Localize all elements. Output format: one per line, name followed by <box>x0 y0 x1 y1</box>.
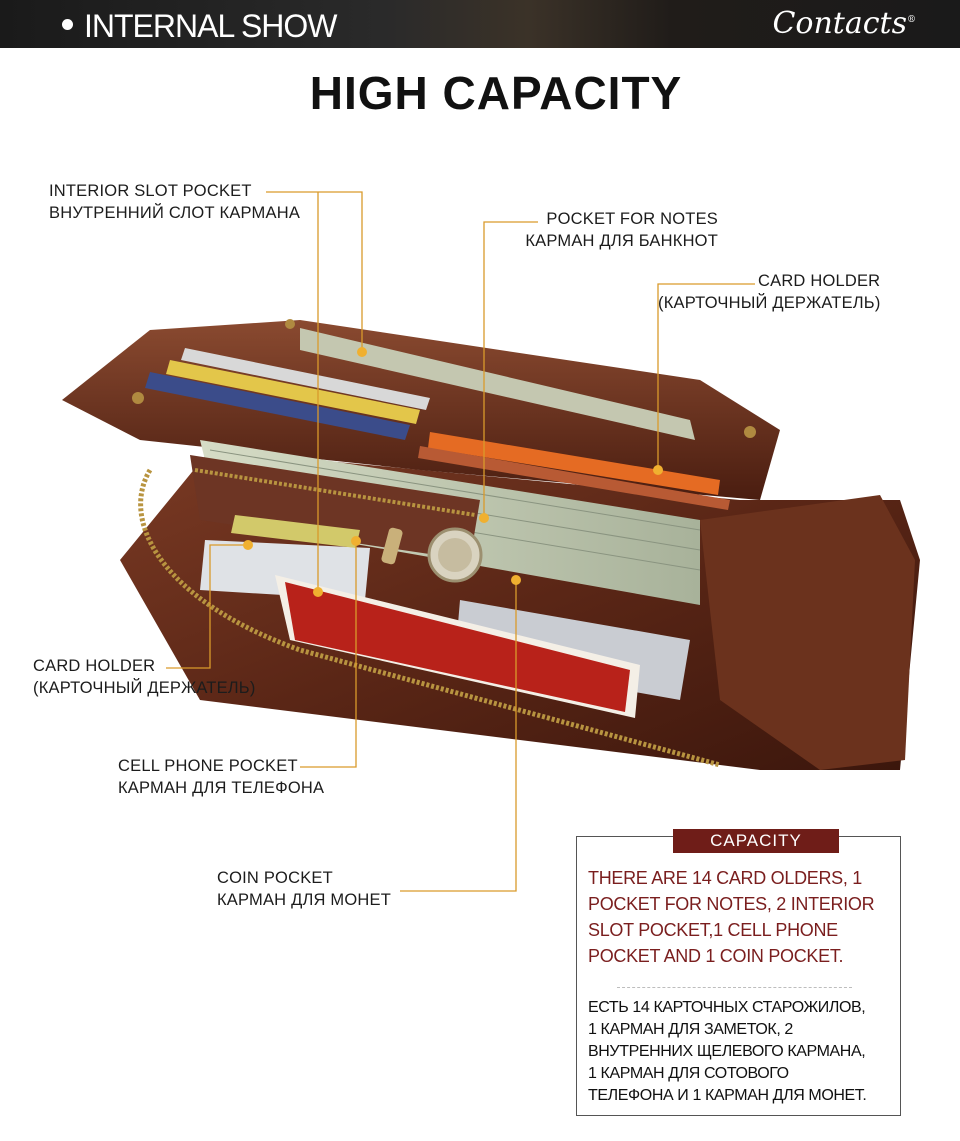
top-cards <box>145 328 730 510</box>
header-bar: INTERNAL SHOW Contacts® <box>0 0 960 48</box>
coin <box>427 527 483 583</box>
callout-en: CARD HOLDER <box>758 272 881 290</box>
callout-coin-pocket: COIN POCKET КАРМАН ДЛЯ МОНЕТ <box>217 867 391 911</box>
capacity-divider <box>617 987 852 988</box>
callout-cell-phone-pocket: CELL PHONE POCKET КАРМАН ДЛЯ ТЕЛЕФОНА <box>118 755 324 799</box>
capacity-ru-line: 1 КАРМАН ДЛЯ СОТОВОГО <box>588 1065 789 1082</box>
capacity-ru-line: 1 КАРМАН ДЛЯ ЗАМЕТОК, 2 <box>588 1021 793 1038</box>
callout-ru: ВНУТРЕННИЙ СЛОТ КАРМАНА <box>49 204 301 222</box>
capacity-en-line: SLOT POCKET,1 CELL PHONE <box>588 920 838 940</box>
registered-mark: ® <box>907 15 916 25</box>
capacity-text-ru: ЕСТЬ 14 КАРТОЧНЫХ СТАРОЖИЛОВ, 1 КАРМАН Д… <box>588 997 900 1107</box>
capacity-label: CAPACITY <box>673 829 839 853</box>
callout-en: POCKET FOR NOTES <box>546 210 718 228</box>
capacity-text-en: THERE ARE 14 CARD OLDERS, 1 POCKET FOR N… <box>588 865 900 969</box>
brand-name: Contacts <box>772 6 907 41</box>
callout-ru: КАРМАН ДЛЯ БАНКНОТ <box>525 232 718 250</box>
callout-ru: КАРМАН ДЛЯ МОНЕТ <box>217 891 391 909</box>
phone-pocket <box>275 575 640 718</box>
capacity-en-line: THERE ARE 14 CARD OLDERS, 1 <box>588 868 862 888</box>
leader-dots <box>243 347 663 597</box>
callout-en: COIN POCKET <box>217 869 333 887</box>
capacity-en-line: POCKET AND 1 COIN POCKET. <box>588 946 844 966</box>
leader-lines <box>166 191 755 892</box>
callout-ru: КАРМАН ДЛЯ ТЕЛЕФОНА <box>118 779 325 797</box>
callout-ru: (КАРТОЧНЫЙ ДЕРЖАТЕЛЬ) <box>33 679 256 697</box>
bullet-icon <box>62 19 73 30</box>
callout-card-holder-left: CARD HOLDER (КАРТОЧНЫЙ ДЕРЖАТЕЛЬ) <box>33 655 256 699</box>
callout-en: CELL PHONE POCKET <box>118 757 298 775</box>
capacity-ru-line: ЕСТЬ 14 КАРТОЧНЫХ СТАРОЖИЛОВ, <box>588 999 866 1016</box>
capacity-box: CAPACITY THERE ARE 14 CARD OLDERS, 1 POC… <box>576 829 901 1116</box>
page-title: HIGH CAPACITY <box>309 67 683 119</box>
capacity-ru-line: ТЕЛЕФОНА И 1 КАРМАН ДЛЯ МОНЕТ. <box>588 1087 867 1104</box>
capacity-ru-line: ВНУТРЕННИХ ЩЕЛЕВОГО КАРМАНА, <box>588 1043 866 1060</box>
callout-card-holder-top: CARD HOLDER (КАРТОЧНЫЙ ДЕРЖАТЕЛЬ) <box>658 270 881 314</box>
capacity-en-line: POCKET FOR NOTES, 2 INTERIOR <box>588 894 875 914</box>
callout-pocket-for-notes: POCKET FOR NOTES КАРМАН ДЛЯ БАНКНОТ <box>525 208 718 252</box>
zipper-pocket <box>190 455 480 565</box>
brand-logo: Contacts® <box>772 6 916 41</box>
callout-en: INTERIOR SLOT POCKET <box>49 182 252 200</box>
callout-ru: (КАРТОЧНЫЙ ДЕРЖАТЕЛЬ) <box>658 294 881 312</box>
callout-en: CARD HOLDER <box>33 657 156 675</box>
callout-interior-slot-pocket: INTERIOR SLOT POCKET ВНУТРЕННИЙ СЛОТ КАР… <box>49 180 300 224</box>
header-title: INTERNAL SHOW <box>84 8 337 44</box>
